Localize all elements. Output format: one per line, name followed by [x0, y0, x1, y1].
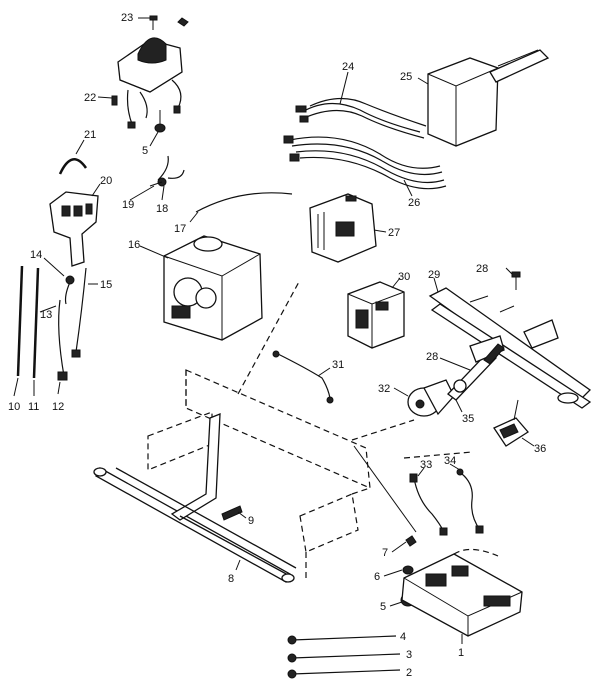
label-16: 16 — [128, 239, 140, 251]
label-2: 2 — [406, 667, 412, 679]
part-16-motor — [163, 235, 263, 341]
part-26-wires — [283, 135, 447, 190]
label-10: 10 — [8, 401, 20, 413]
label-31: 31 — [332, 359, 344, 371]
label-22: 22 — [84, 92, 96, 104]
label-23: 23 — [121, 12, 133, 24]
label-21: 21 — [84, 129, 96, 141]
label-36: 36 — [534, 443, 546, 455]
part-3-cord — [287, 653, 401, 663]
part-22-cover — [111, 37, 183, 129]
label-15: 15 — [100, 279, 112, 291]
label-20: 20 — [100, 175, 112, 187]
label-11: 11 — [28, 401, 39, 413]
part-33-cord — [409, 473, 448, 536]
part-1-control-unit — [401, 548, 523, 637]
part-11-rod — [32, 267, 40, 379]
label-7: 7 — [382, 547, 388, 559]
label-1: 1 — [458, 647, 464, 659]
part-8-base-frame — [93, 413, 417, 583]
part-18-19-harness — [149, 155, 185, 187]
label-8: 8 — [228, 573, 234, 585]
label-9: 9 — [248, 515, 254, 527]
label-32: 32 — [378, 383, 390, 395]
part-20-switch — [49, 191, 99, 267]
part-4-cord — [287, 635, 397, 645]
label-25: 25 — [400, 71, 412, 83]
part-30-transformer — [347, 281, 405, 349]
part-29-rail — [428, 287, 592, 409]
part-2-cord — [287, 669, 401, 679]
label-33: 33 — [420, 459, 432, 471]
part-23-screw — [149, 15, 189, 30]
frame-assembly — [147, 279, 473, 578]
part-31-cord — [272, 350, 334, 404]
label-24: 24 — [342, 61, 354, 73]
part-28-screw-top — [511, 271, 521, 290]
label-19: 19 — [122, 199, 134, 211]
label-5-bottom: 5 — [380, 601, 386, 613]
label-34: 34 — [444, 455, 456, 467]
label-35: 35 — [462, 413, 474, 425]
label-5-top: 5 — [142, 145, 148, 157]
part-5-nut — [154, 110, 166, 133]
part-7-screw — [405, 535, 417, 547]
part-17-wire — [195, 192, 293, 213]
callout-labels: 23 22 5 21 20 19 18 17 16 14 15 13 10 11… — [8, 12, 546, 679]
part-15-cord — [71, 267, 87, 358]
part-34-cord — [456, 468, 484, 534]
label-6: 6 — [374, 571, 380, 583]
label-12: 12 — [52, 401, 64, 413]
label-4: 4 — [400, 631, 406, 643]
part-27-board — [309, 193, 377, 263]
part-24-wires — [295, 97, 427, 139]
part-6-nut — [402, 565, 414, 575]
label-28-mid: 28 — [426, 351, 438, 363]
label-30: 30 — [398, 271, 410, 283]
label-29: 29 — [428, 269, 440, 281]
part-35-lever — [447, 335, 505, 401]
part-25-box — [427, 49, 550, 147]
label-18: 18 — [156, 203, 168, 215]
label-3: 3 — [406, 649, 412, 661]
part-13-14-cord — [57, 275, 75, 381]
label-27: 27 — [388, 227, 400, 239]
part-10-rod — [16, 265, 24, 377]
label-14: 14 — [30, 249, 42, 261]
part-9-spring — [221, 505, 243, 521]
part-21-clip — [58, 158, 88, 175]
label-13: 13 — [40, 309, 52, 321]
label-17: 17 — [174, 223, 186, 235]
part-36-bracket — [493, 399, 529, 447]
part-32-pump — [407, 379, 455, 417]
label-28-top: 28 — [476, 263, 488, 275]
leader-lines — [13, 17, 535, 644]
label-26: 26 — [408, 197, 420, 209]
